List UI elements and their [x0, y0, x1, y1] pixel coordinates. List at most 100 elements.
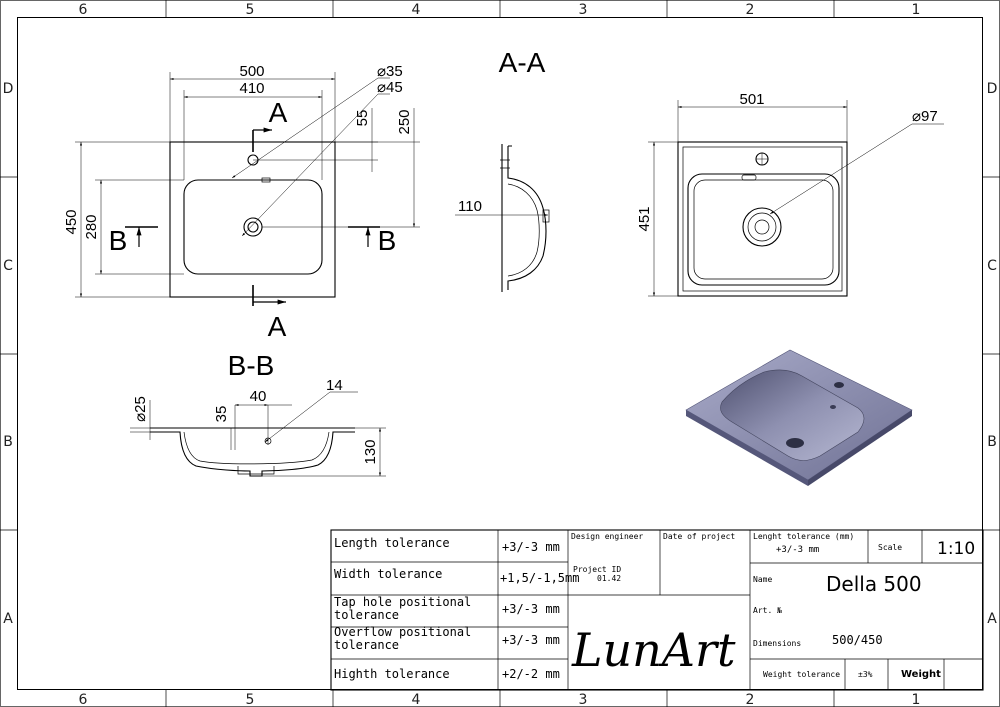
dim-overflow-dia-25: 14: [326, 377, 343, 394]
section-a-a-profile: [501, 144, 547, 292]
tap-hole-section: [500, 159, 510, 169]
tolerance-value-tap-hole: +3/-3 mm: [502, 602, 560, 616]
bottom-view-bowl-inner: [693, 179, 834, 280]
render-bowl: [720, 369, 865, 461]
grid-col-top: 4: [412, 2, 421, 18]
overflow-hole-bb: [264, 437, 272, 445]
design-engineer-label: Design engineer: [571, 532, 643, 541]
weight-label: Weight: [901, 669, 941, 680]
dim-width-500: 500: [239, 63, 264, 80]
section-b-b-inner-profile: [183, 431, 330, 465]
drain-hole-outer: [243, 217, 263, 237]
dimensions-label: Dimensions: [753, 639, 801, 648]
bottom-view-outline: [677, 141, 848, 297]
length-tolerance-value: +3/-3 mm: [776, 545, 819, 555]
section-cut-label-a-bottom: A: [268, 311, 287, 342]
weight-tolerance-label: Weight tolerance: [763, 670, 840, 679]
dim-depth-450: 450: [63, 209, 80, 234]
bottom-view: 501 ⌀97 451: [636, 91, 944, 297]
name-label: Name: [753, 575, 772, 584]
section-b-b-title: B-B: [228, 350, 275, 381]
grid-col-bottom: 6: [79, 692, 88, 707]
length-tolerance-label: Lenght tolerance (mm): [753, 532, 854, 541]
tolerance-label-width: Width tolerance: [334, 567, 442, 581]
tolerance-value-width: +1,5/-1,5mm: [500, 571, 579, 585]
scale-label: Scale: [878, 543, 902, 552]
top-view: 500 410 ⌀35 ⌀45 55 250 450 280: [63, 63, 420, 342]
grid-row-left: A: [3, 611, 13, 627]
grid-row-left: B: [3, 434, 13, 450]
grid-row-left: C: [3, 258, 13, 274]
render-overflow: [830, 405, 836, 409]
bottom-drain-mid: [747, 212, 777, 242]
dim-drain-offset-250: 250: [396, 109, 413, 134]
section-a-a-inner-profile: [507, 183, 540, 277]
drain-hole-inner: [247, 221, 259, 233]
grid-row-labels: D C B A D C B A: [3, 81, 998, 627]
tolerance-value-length: +3/-3 mm: [502, 540, 560, 554]
render-drain: [786, 438, 804, 448]
section-b-b-drain: [237, 466, 275, 475]
title-block: Length tolerance +3/-3 mm Width toleranc…: [330, 529, 984, 691]
grid-col-bottom: 3: [579, 692, 588, 707]
dim-drain-dia-45: ⌀45: [377, 79, 403, 96]
dim-bowl-width-410: 410: [239, 80, 264, 97]
dim-height-35: 35: [213, 406, 230, 423]
grid-col-top: 5: [246, 2, 255, 18]
tolerance-label-length: Length tolerance: [334, 536, 450, 550]
dim-rim-thickness-14: ⌀25: [132, 396, 149, 422]
section-a-a-title: A-A: [499, 47, 546, 78]
dim-total-height-130: 130: [362, 439, 379, 464]
dim-bottom-depth-451: 451: [636, 206, 653, 231]
grid-row-right: A: [987, 611, 997, 627]
product-name: Della 500: [826, 572, 922, 596]
grid-row-right: D: [987, 81, 998, 97]
dimensions-value: 500/450: [832, 633, 883, 647]
dim-drain-dia-97: ⌀97: [912, 108, 938, 125]
grid-col-bottom: 5: [246, 692, 255, 707]
section-b-b-profile: [150, 427, 355, 477]
dim-bottom-width-501: 501: [739, 91, 764, 108]
grid-col-top: 6: [79, 2, 88, 18]
grid-col-bottom: 2: [746, 692, 755, 707]
section-cut-label-a-top: A: [269, 97, 288, 128]
art-number-label: Art. №: [753, 606, 782, 615]
section-a-a-view: A-A 110: [455, 47, 550, 292]
grid-row-right: B: [987, 434, 997, 450]
dim-section-depth-110: 110: [458, 198, 482, 215]
bottom-view-inner-rim: [682, 146, 843, 292]
grid-col-top: 1: [912, 2, 921, 18]
section-b-b-view: B-B ⌀25 40 35 14 130: [130, 350, 386, 477]
bottom-drain-inner: [754, 219, 770, 235]
bottom-view-bowl: [687, 173, 840, 286]
dim-tap-hole-dia-35: ⌀35: [377, 63, 403, 80]
signature: LunArt: [571, 623, 736, 677]
grid-col-top: 2: [746, 2, 755, 18]
overflow-slot: [261, 177, 271, 183]
overflow-detail: [542, 209, 550, 223]
section-cut-label-b-left: B: [109, 225, 128, 256]
tolerance-label-height: Highth tolerance: [334, 667, 450, 681]
weight-tolerance-value: ±3%: [858, 670, 873, 679]
grid-col-bottom: 1: [912, 692, 921, 707]
grid-row-right: C: [987, 258, 997, 274]
grid-column-labels: 6 5 4 3 2 1 6 5 4 3 2 1: [79, 2, 921, 707]
render-side-edge: [808, 410, 912, 486]
dim-tap-offset-55: 55: [354, 110, 371, 127]
render-tap-hole: [834, 382, 844, 388]
grid-row-left: D: [3, 81, 14, 97]
tolerance-value-overflow: +3/-3 mm: [502, 633, 560, 647]
project-id-value: 01.42: [597, 574, 621, 583]
tolerance-value-height: +2/-2 mm: [502, 667, 560, 681]
bottom-drain-outer: [742, 207, 782, 247]
date-of-project-label: Date of project: [663, 532, 735, 541]
project-id-label: Project ID: [573, 565, 621, 574]
scale-value: 1:10: [937, 539, 975, 559]
render-front-edge: [686, 410, 808, 486]
section-cut-label-b-right: B: [378, 225, 397, 256]
dim-bowl-depth-280: 280: [83, 214, 100, 239]
